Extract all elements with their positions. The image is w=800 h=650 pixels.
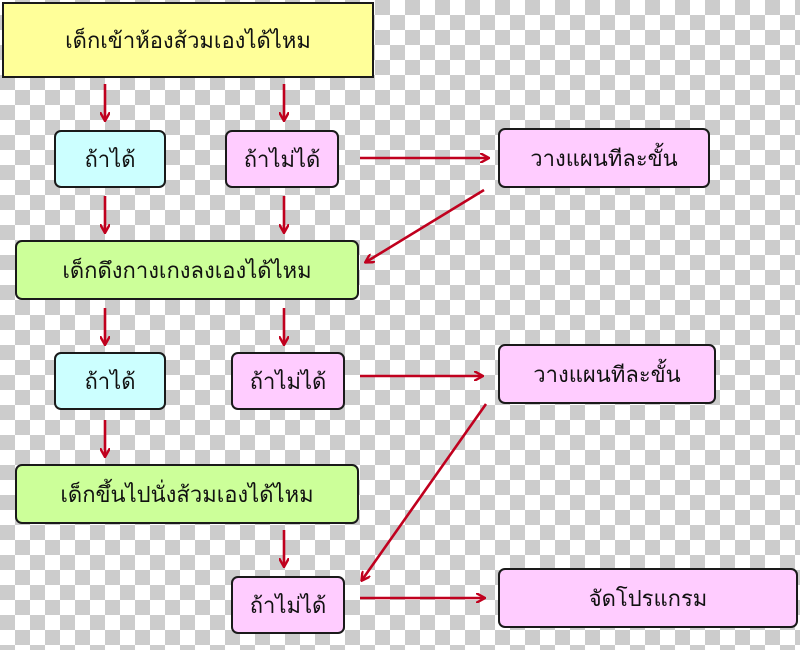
plan-step-box-2: วางแผนทีละขั้น bbox=[498, 344, 716, 404]
make-program-box: จัดโปรแกรม bbox=[498, 568, 798, 628]
if-no-box-3: ถ้าไม่ได้ bbox=[231, 576, 345, 634]
question-pull-pants-box: เด็กดึงกางเกงลงเองได้ไหม bbox=[15, 240, 359, 300]
question-sit-toilet-box: เด็กขึ้นไปนั่งส้วมเองได้ไหม bbox=[15, 464, 359, 524]
if-yes-box-2: ถ้าได้ bbox=[54, 352, 166, 410]
question-enter-toilet-box: เด็กเข้าห้องส้วมเองได้ไหม bbox=[2, 2, 374, 78]
if-yes-box-1: ถ้าได้ bbox=[54, 130, 166, 188]
arrow-plan1-to-q2 bbox=[366, 188, 485, 262]
plan-step-box-1: วางแผนทีละขั้น bbox=[498, 128, 710, 188]
if-no-box-1: ถ้าไม่ได้ bbox=[225, 130, 339, 188]
if-no-box-2: ถ้าไม่ได้ bbox=[231, 352, 345, 410]
arrow-plan2-to-no3 bbox=[362, 403, 488, 580]
